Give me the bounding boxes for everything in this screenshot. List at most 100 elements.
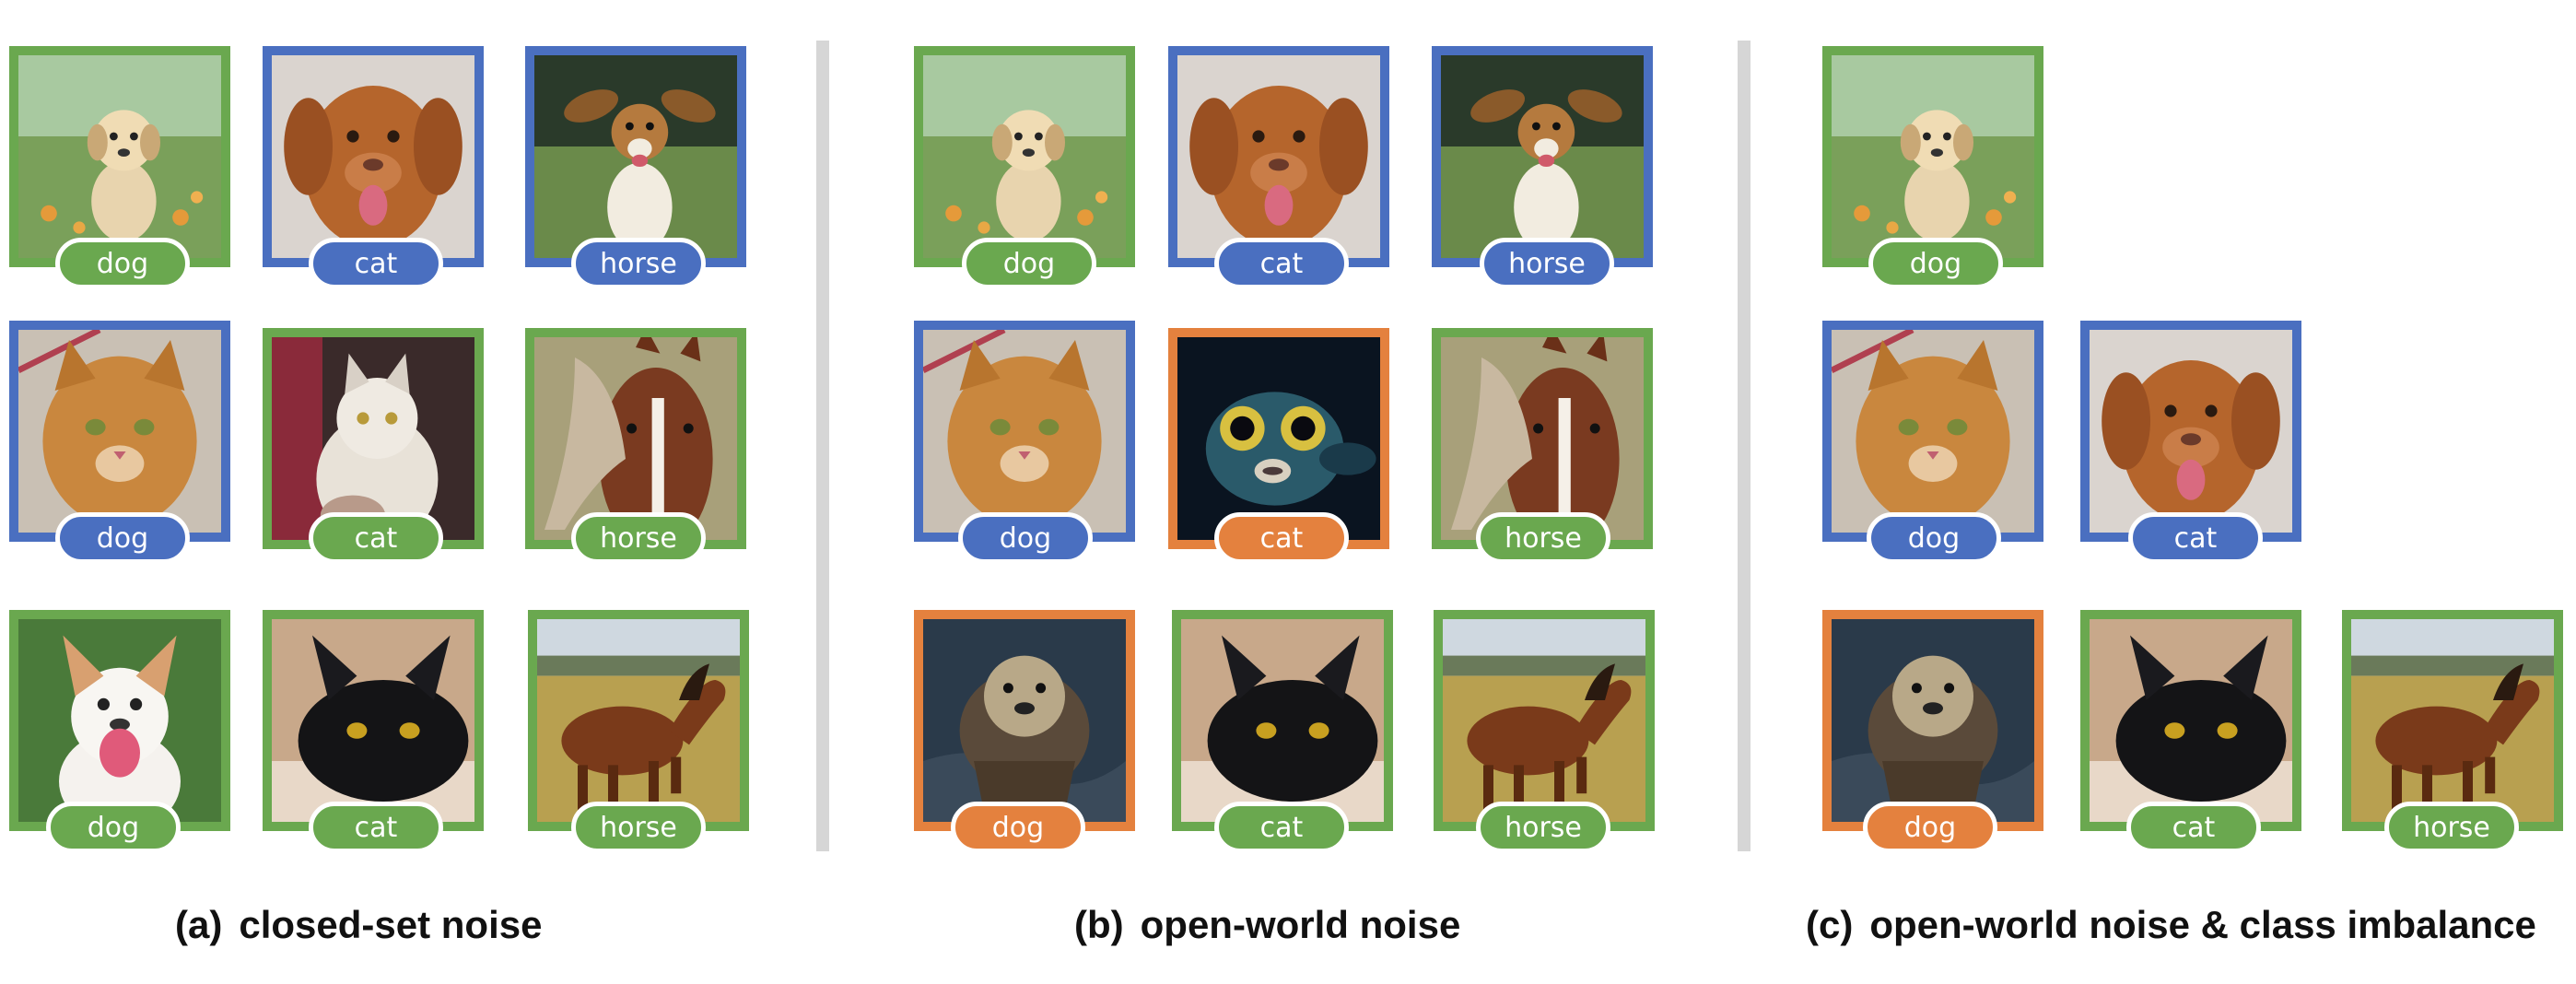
- image-frame: [2080, 321, 2301, 542]
- image-frame: [914, 46, 1135, 267]
- caption-c: (c) open-world noise & class imbalance: [1806, 903, 2536, 947]
- tile-a-2-3: horse: [525, 328, 746, 568]
- tile-a-3-3: horse: [528, 610, 749, 853]
- tile-a-2-2: cat: [263, 328, 484, 568]
- image-frame: [1434, 610, 1655, 831]
- horse-head-photo: [1441, 337, 1644, 540]
- tile-b-3-2: cat: [1172, 610, 1393, 853]
- retriever-photo: [1177, 55, 1380, 258]
- image-frame: [1822, 46, 2043, 267]
- label-pill: dog: [1868, 238, 2003, 289]
- pufferfish-photo: [1177, 337, 1380, 540]
- otter-photo: [1832, 619, 2034, 822]
- tile-a-1-3: horse: [525, 46, 746, 289]
- tile-c-1-1: dog: [1822, 46, 2043, 289]
- caption-a: (a) closed-set noise: [175, 903, 542, 947]
- puppy-photo: [923, 55, 1126, 258]
- tile-b-1-1: dog: [914, 46, 1135, 289]
- label-pill: dog: [962, 238, 1096, 289]
- tile-b-2-3: horse: [1432, 328, 1653, 568]
- puppy-photo: [1832, 55, 2034, 258]
- tile-c-3-3: horse: [2342, 610, 2563, 853]
- label-pill: cat: [1214, 238, 1349, 289]
- retriever-photo: [2090, 330, 2292, 533]
- caption-text: open-world noise & class imbalance: [1869, 903, 2536, 946]
- tile-a-3-2: cat: [263, 610, 484, 853]
- label-pill: dog: [951, 802, 1085, 853]
- caption-text: closed-set noise: [239, 903, 543, 946]
- tile-a-2-1: dog: [9, 321, 230, 564]
- label-pill: dog: [55, 238, 190, 289]
- running-horse-photo: [537, 619, 740, 822]
- white-cat-photo: [272, 337, 474, 540]
- panel-b: dog cat horse dog cat horse dog cat hors…: [914, 46, 1655, 947]
- image-frame: [263, 46, 484, 267]
- image-frame: [263, 610, 484, 831]
- black-cat-photo: [1181, 619, 1384, 822]
- label-pill: dog: [1867, 512, 2001, 564]
- label-pill: horse: [2384, 802, 2519, 853]
- label-pill: dog: [55, 512, 190, 564]
- image-frame: [9, 321, 230, 542]
- orange-cat-photo: [1832, 330, 2034, 533]
- label-pill: horse: [1480, 238, 1614, 289]
- image-frame: [525, 328, 746, 549]
- label-pill: dog: [1863, 802, 1997, 853]
- label-pill: horse: [1476, 512, 1610, 564]
- label-pill: cat: [309, 512, 443, 564]
- caption-text: open-world noise: [1140, 903, 1461, 946]
- image-frame: [2080, 610, 2301, 831]
- horse-head-photo: [534, 337, 737, 540]
- image-frame: [1168, 328, 1389, 549]
- label-pill: cat: [2128, 512, 2263, 564]
- retriever-photo: [272, 55, 474, 258]
- image-frame: [1432, 46, 1653, 267]
- label-pill: horse: [571, 238, 706, 289]
- black-cat-photo: [2090, 619, 2292, 822]
- caption-b: (b) open-world noise: [1074, 903, 1460, 947]
- image-frame: [1822, 321, 2043, 542]
- caption-letter: (a): [175, 903, 223, 946]
- panel-divider: [816, 41, 829, 851]
- tile-c-2-2: cat: [2080, 321, 2301, 564]
- white-dog-photo: [18, 619, 221, 822]
- label-pill: cat: [309, 238, 443, 289]
- caption-letter: (c): [1806, 903, 1854, 946]
- tile-b-1-2: cat: [1168, 46, 1389, 289]
- tile-b-2-2: cat: [1168, 328, 1389, 568]
- image-frame: [1172, 610, 1393, 831]
- label-pill: cat: [1214, 802, 1349, 853]
- running-horse-photo: [1443, 619, 1645, 822]
- black-cat-photo: [272, 619, 474, 822]
- image-frame: [1168, 46, 1389, 267]
- tile-b-1-3: horse: [1432, 46, 1653, 289]
- orange-cat-photo: [18, 330, 221, 533]
- label-pill: cat: [309, 802, 443, 853]
- image-frame: [1822, 610, 2043, 831]
- tile-b-3-3: horse: [1434, 610, 1655, 853]
- tile-a-1-2: cat: [263, 46, 484, 289]
- label-pill: cat: [1214, 512, 1349, 564]
- image-frame: [263, 328, 484, 549]
- image-frame: [914, 321, 1135, 542]
- label-pill: horse: [571, 802, 706, 853]
- tile-c-3-1: dog: [1822, 610, 2043, 853]
- caption-letter: (b): [1074, 903, 1124, 946]
- tile-a-3-1: dog: [9, 610, 230, 853]
- tile-c-3-2: cat: [2080, 610, 2301, 853]
- label-pill: horse: [571, 512, 706, 564]
- tile-b-3-1: dog: [914, 610, 1135, 853]
- panel-divider: [1738, 41, 1751, 851]
- label-pill: horse: [1476, 802, 1610, 853]
- orange-cat-photo: [923, 330, 1126, 533]
- label-pill: cat: [2126, 802, 2261, 853]
- tile-a-1-1: dog: [9, 46, 230, 289]
- tile-c-2-1: dog: [1822, 321, 2043, 564]
- running-horse-photo: [2351, 619, 2554, 822]
- label-pill: dog: [958, 512, 1093, 564]
- label-pill: dog: [46, 802, 181, 853]
- image-frame: [1432, 328, 1653, 549]
- image-frame: [2342, 610, 2563, 831]
- panel-a: dog cat horse dog cat horse dog cat hors…: [0, 0, 811, 984]
